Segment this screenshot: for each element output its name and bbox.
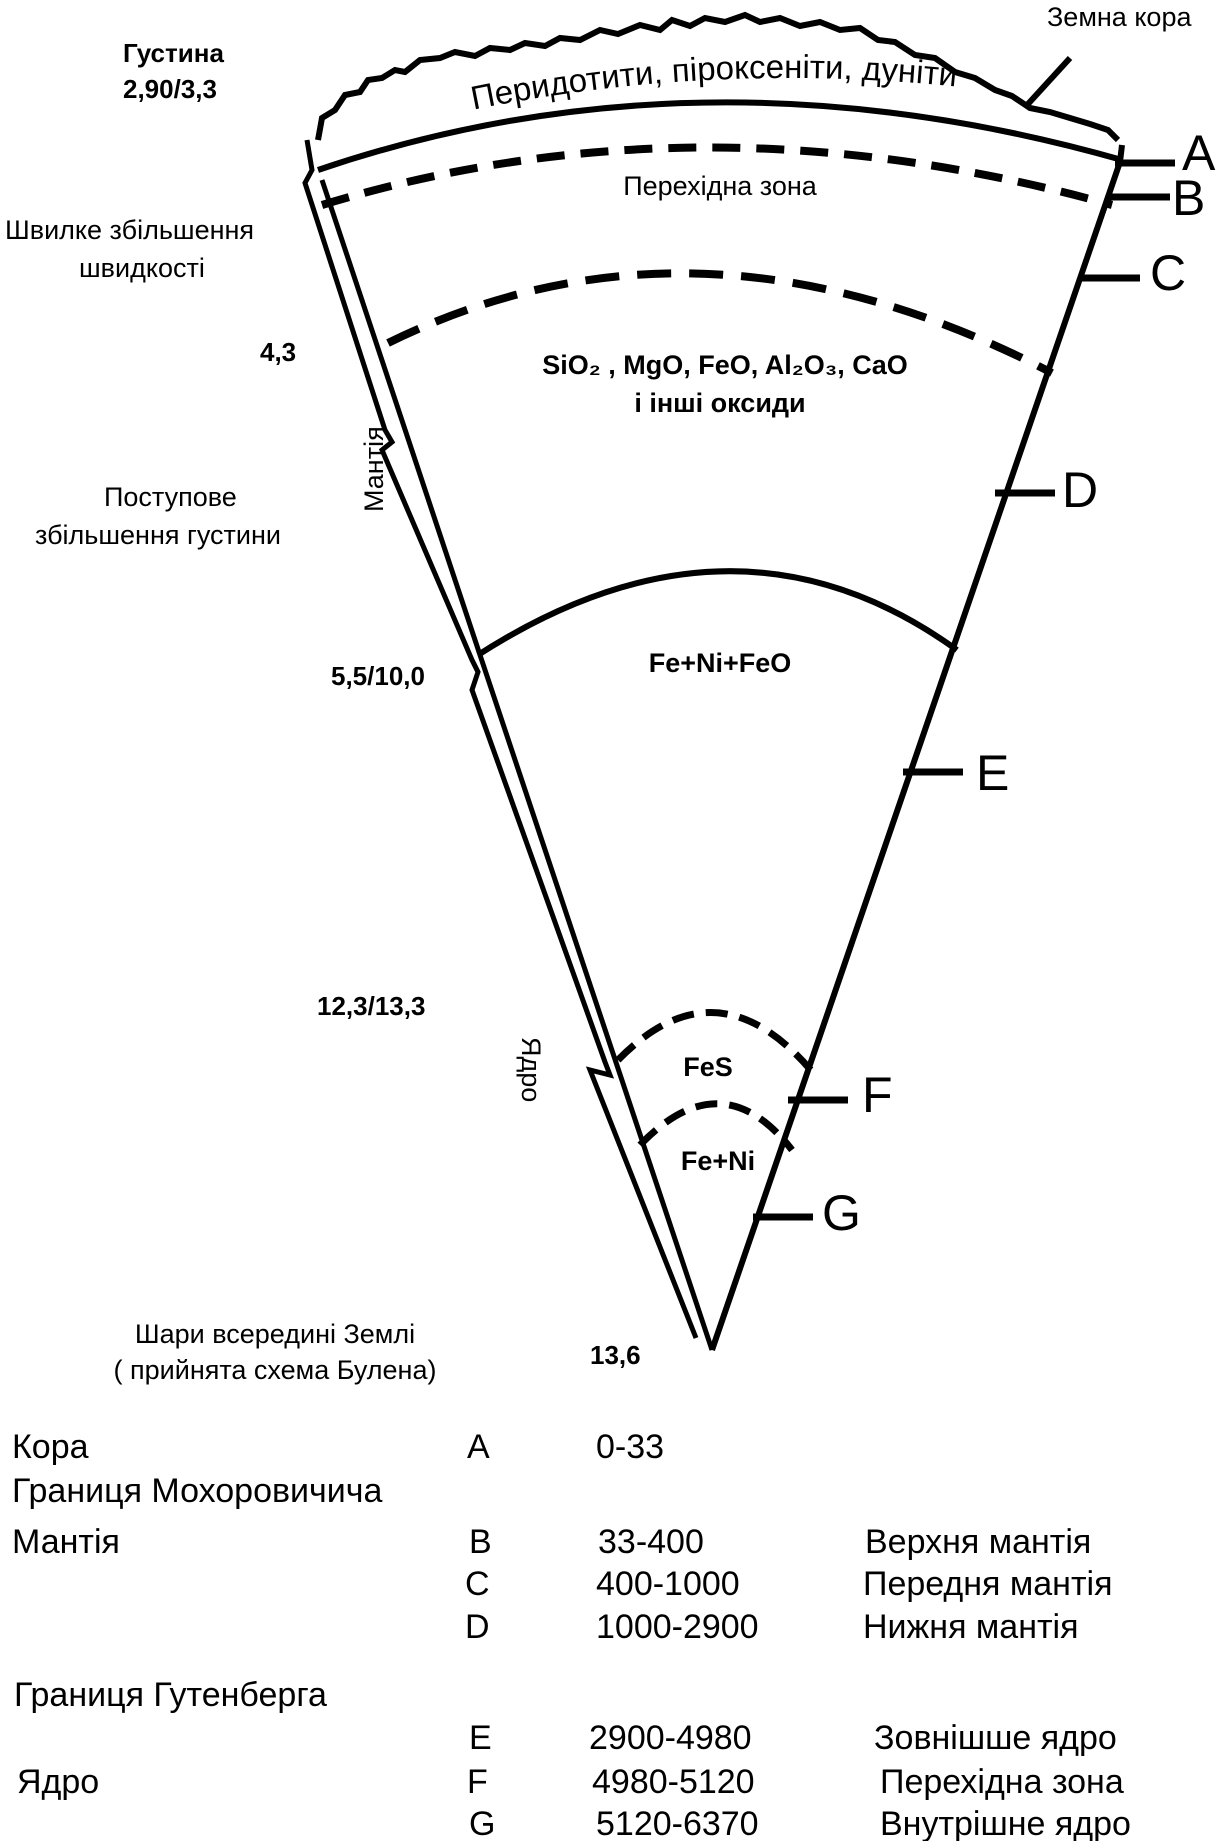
wedge-left-inner xyxy=(319,179,715,1351)
fast-velocity-line1: Швилке збільшення xyxy=(5,215,254,245)
fe-ni-label: Fe+Ni xyxy=(681,1146,755,1176)
legend-kora: Кора xyxy=(12,1428,89,1466)
legend-row-name: Нижня мантія xyxy=(863,1608,1079,1646)
density-4-3: 4,3 xyxy=(260,337,296,367)
inner-core-dashed-arc xyxy=(637,1100,795,1153)
legend: Кора Границя Мохоровичича Мантія Границя… xyxy=(12,1428,1131,1841)
legend-row-range: 33-400 xyxy=(598,1523,704,1561)
gutenberg-arc xyxy=(476,568,959,658)
oxides-line2: і інші оксиди xyxy=(634,388,805,418)
legend-row-range: 400-1000 xyxy=(596,1565,740,1603)
fe-ni-feo-label: Fe+Ni+FeO xyxy=(649,648,792,678)
marker-b-label: B xyxy=(1172,170,1205,226)
legend-row-letter: A xyxy=(467,1428,490,1466)
marker-f-label: F xyxy=(862,1067,893,1123)
marker-d-label: D xyxy=(1062,462,1098,518)
fes-label: FeS xyxy=(683,1052,733,1082)
density-5-5: 5,5/10,0 xyxy=(331,661,425,691)
upper-mantle-dashed-arc xyxy=(386,269,1054,377)
legend-row-letter: C xyxy=(465,1565,490,1603)
legend-row-letter: B xyxy=(469,1523,492,1561)
marker-a-label: A xyxy=(1182,125,1216,181)
legend-row-range: 5120-6370 xyxy=(596,1805,759,1841)
legend-row-letter: G xyxy=(469,1805,495,1841)
crust-tick xyxy=(1025,55,1073,107)
marker-c-label: C xyxy=(1150,245,1186,301)
density-title: Густина xyxy=(123,38,224,68)
density-12-3: 12,3/13,3 xyxy=(317,991,425,1021)
legend-row-name: Перехідна зона xyxy=(880,1763,1124,1801)
peridotite-label: Перидотити, піроксеніти, дуніти xyxy=(468,48,959,117)
crust-label: Земна кора xyxy=(1047,2,1192,32)
marker-g-label: G xyxy=(822,1185,861,1241)
core-label: Ядро xyxy=(516,1037,546,1102)
wedge-left-outer xyxy=(302,139,699,1339)
transition-zone-label: Перехідна зона xyxy=(623,171,818,201)
legend-mantle: Мантія xyxy=(12,1523,120,1561)
caption-line2: ( прийнята схема Булена) xyxy=(114,1355,437,1385)
density-top: 2,90/3,3 xyxy=(123,74,217,104)
legend-row-range: 2900-4980 xyxy=(589,1719,752,1757)
legend-row-letter: D xyxy=(465,1608,490,1646)
legend-row-range: 1000-2900 xyxy=(596,1608,759,1646)
gradual-density-line2: збільшення густини xyxy=(35,520,281,550)
moho-dashed-arc xyxy=(320,143,1114,209)
legend-row-range: 0-33 xyxy=(596,1428,664,1466)
gradual-density-line1: Поступове xyxy=(104,482,237,512)
legend-row-letter: F xyxy=(467,1763,488,1801)
legend-row-name: Зовнішше ядро xyxy=(874,1719,1117,1757)
oxides-line1: SiO₂ , MgO, FeO, Al₂O₃, CaO xyxy=(542,350,908,380)
legend-moho: Границя Мохоровичича xyxy=(12,1472,382,1510)
marker-e-label: E xyxy=(976,745,1009,801)
mantle-label: Мантія xyxy=(359,426,389,512)
legend-core: Ядро xyxy=(17,1763,99,1801)
fes-dashed-arc xyxy=(615,1009,818,1078)
density-13-6: 13,6 xyxy=(590,1340,641,1370)
caption-line1: Шари всередині Землі xyxy=(135,1319,415,1349)
legend-row-letter: E xyxy=(469,1719,492,1757)
crust-outline xyxy=(315,11,1121,143)
legend-gutenberg: Границя Гутенберга xyxy=(14,1676,327,1714)
legend-row-name: Верхня мантія xyxy=(865,1523,1091,1561)
crust-inner-arc xyxy=(317,99,1123,173)
legend-row-name: Передня мантія xyxy=(863,1565,1113,1603)
legend-row-range: 4980-5120 xyxy=(592,1763,755,1801)
wedge-right xyxy=(709,144,1125,1351)
legend-row-name: Внутрішне ядро xyxy=(880,1805,1131,1841)
fast-velocity-line2: швидкості xyxy=(79,253,205,283)
